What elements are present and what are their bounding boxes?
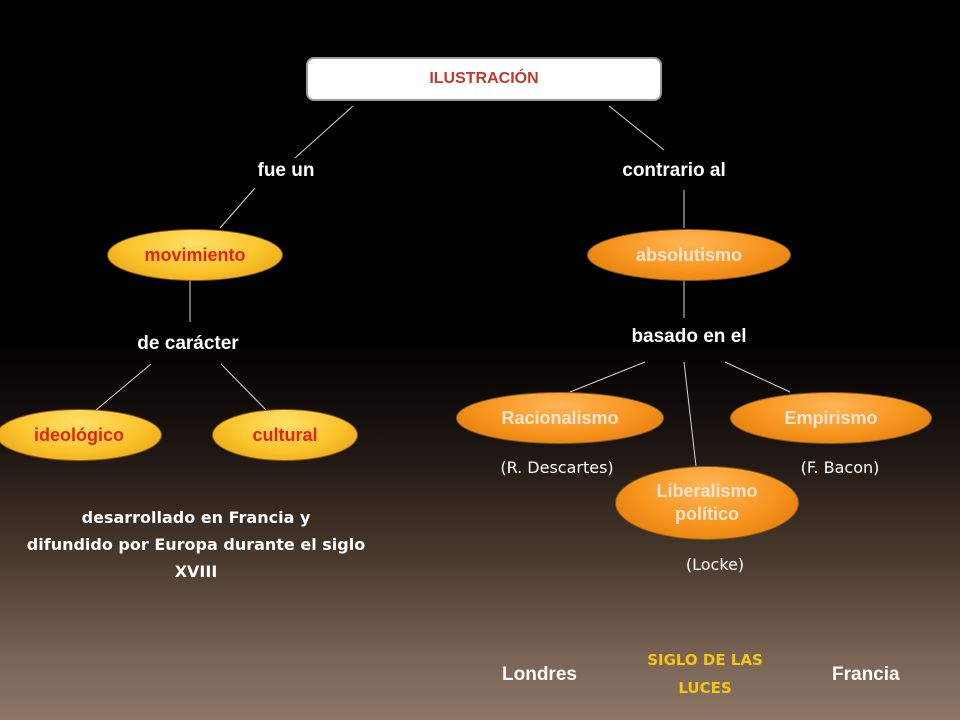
node-movimiento: movimiento xyxy=(107,229,283,281)
line-basado-liberalismo xyxy=(683,361,697,467)
description-line-3: XVIII xyxy=(174,562,218,581)
connector-fue-un: fue un xyxy=(257,160,315,181)
node-absolutismo: absolutismo xyxy=(587,229,791,281)
footer-siglo-de-las-luces: SIGLO DE LAS LUCES xyxy=(620,646,790,702)
line-fue-un-movimiento xyxy=(219,187,256,229)
connector-contrario-al: contrario al xyxy=(622,160,726,181)
node-empirismo: Empirismo xyxy=(730,392,932,444)
description-text: desarrollado en Francia y difundido por … xyxy=(0,504,392,585)
note-descartes: (R. Descartes) xyxy=(500,458,614,477)
note-bacon: (F. Bacon) xyxy=(800,458,880,477)
line-title-fue-un xyxy=(294,105,354,159)
connector-de-caracter: de carácter xyxy=(137,333,239,354)
node-racionalismo-label: Racionalismo xyxy=(501,407,619,428)
description-line-1: desarrollado en Francia y xyxy=(81,508,311,527)
siglo-line-2: LUCES xyxy=(678,679,732,697)
node-absolutismo-label: absolutismo xyxy=(635,244,742,265)
line-caracter-cultural xyxy=(220,363,267,411)
node-liberalismo-label-2: político xyxy=(675,504,739,524)
node-ideologico: ideológico xyxy=(0,409,162,461)
node-empirismo-label: Empirismo xyxy=(784,407,878,428)
siglo-line-1: SIGLO DE LAS xyxy=(647,651,763,669)
title-box: ILUSTRACIÓN xyxy=(306,57,662,101)
note-locke: (Locke) xyxy=(685,555,745,574)
connector-basado-en-el: basado en el xyxy=(631,326,747,347)
footer-londres: Londres xyxy=(502,664,577,685)
node-liberalismo-politico: Liberalismo político xyxy=(615,466,799,540)
node-liberalismo-label-1: Liberalismo xyxy=(656,481,758,501)
node-movimiento-label: movimiento xyxy=(144,244,246,265)
line-basado-racionalismo xyxy=(569,361,646,393)
node-cultural: cultural xyxy=(212,409,358,461)
line-caracter-ideologico xyxy=(95,363,152,411)
line-title-contrario xyxy=(608,105,665,151)
footer-francia: Francia xyxy=(832,664,900,685)
title-text: ILUSTRACIÓN xyxy=(429,70,539,87)
node-racionalismo: Racionalismo xyxy=(456,392,664,444)
description-line-2: difundido por Europa durante el siglo xyxy=(26,535,366,554)
node-ideologico-label: ideológico xyxy=(34,424,124,445)
node-cultural-label: cultural xyxy=(252,424,318,445)
line-basado-empirismo xyxy=(724,361,791,393)
